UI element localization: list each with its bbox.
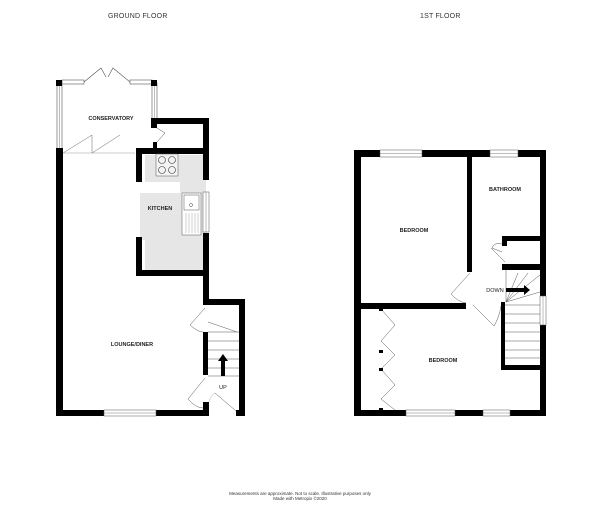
- footer-credit: Made with Metropix ©2020: [273, 496, 327, 501]
- room-label-bedroom-1: BEDROOM: [400, 228, 429, 234]
- bedroom2-door: [472, 304, 502, 327]
- footer-disclaimer: Measurements are approximate. Not to sca…: [229, 491, 371, 496]
- room-label-bedroom-2: BEDROOM: [429, 358, 458, 364]
- ground-stairs: [208, 331, 239, 377]
- first-floor-plan: BEDROOM BATHROOM BEDROOM DOWN: [354, 149, 547, 417]
- cupboard-door: [491, 243, 503, 253]
- room-label-lounge-diner: LOUNGE/DINER: [111, 342, 153, 348]
- first-floor-stairs: [505, 270, 541, 359]
- hob-icon: [155, 153, 179, 177]
- french-door-left: [83, 67, 107, 83]
- ground-floor-walls: [56, 118, 245, 416]
- lounge-door-top: [189, 307, 206, 333]
- bedroom1-door: [450, 272, 471, 304]
- first-floor-walls: [354, 150, 546, 416]
- room-label-bathroom: BATHROOM: [489, 187, 521, 193]
- sink-icon: [181, 192, 202, 236]
- wardrobe-doors: [380, 308, 396, 411]
- ground-floor-title: GROUND FLOOR: [108, 13, 168, 20]
- arrow-up-icon: [218, 354, 228, 376]
- stairs-up-label: UP: [219, 385, 227, 391]
- room-label-kitchen: KITCHEN: [148, 206, 172, 212]
- bifold-door: [62, 134, 121, 154]
- room-label-conservatory: CONSERVATORY: [88, 116, 134, 122]
- french-door-right: [107, 67, 131, 83]
- front-door: [187, 377, 206, 409]
- arrow-down-icon: [506, 285, 530, 295]
- kitchen-floor: [140, 155, 206, 272]
- side-door: [156, 127, 166, 143]
- first-floor-title: 1ST FLOOR: [420, 13, 461, 20]
- stairs-down-label: DOWN: [486, 288, 503, 294]
- ground-floor-plan: CONSERVATORY KITCHEN LOUNGE/DINER UP: [56, 67, 245, 417]
